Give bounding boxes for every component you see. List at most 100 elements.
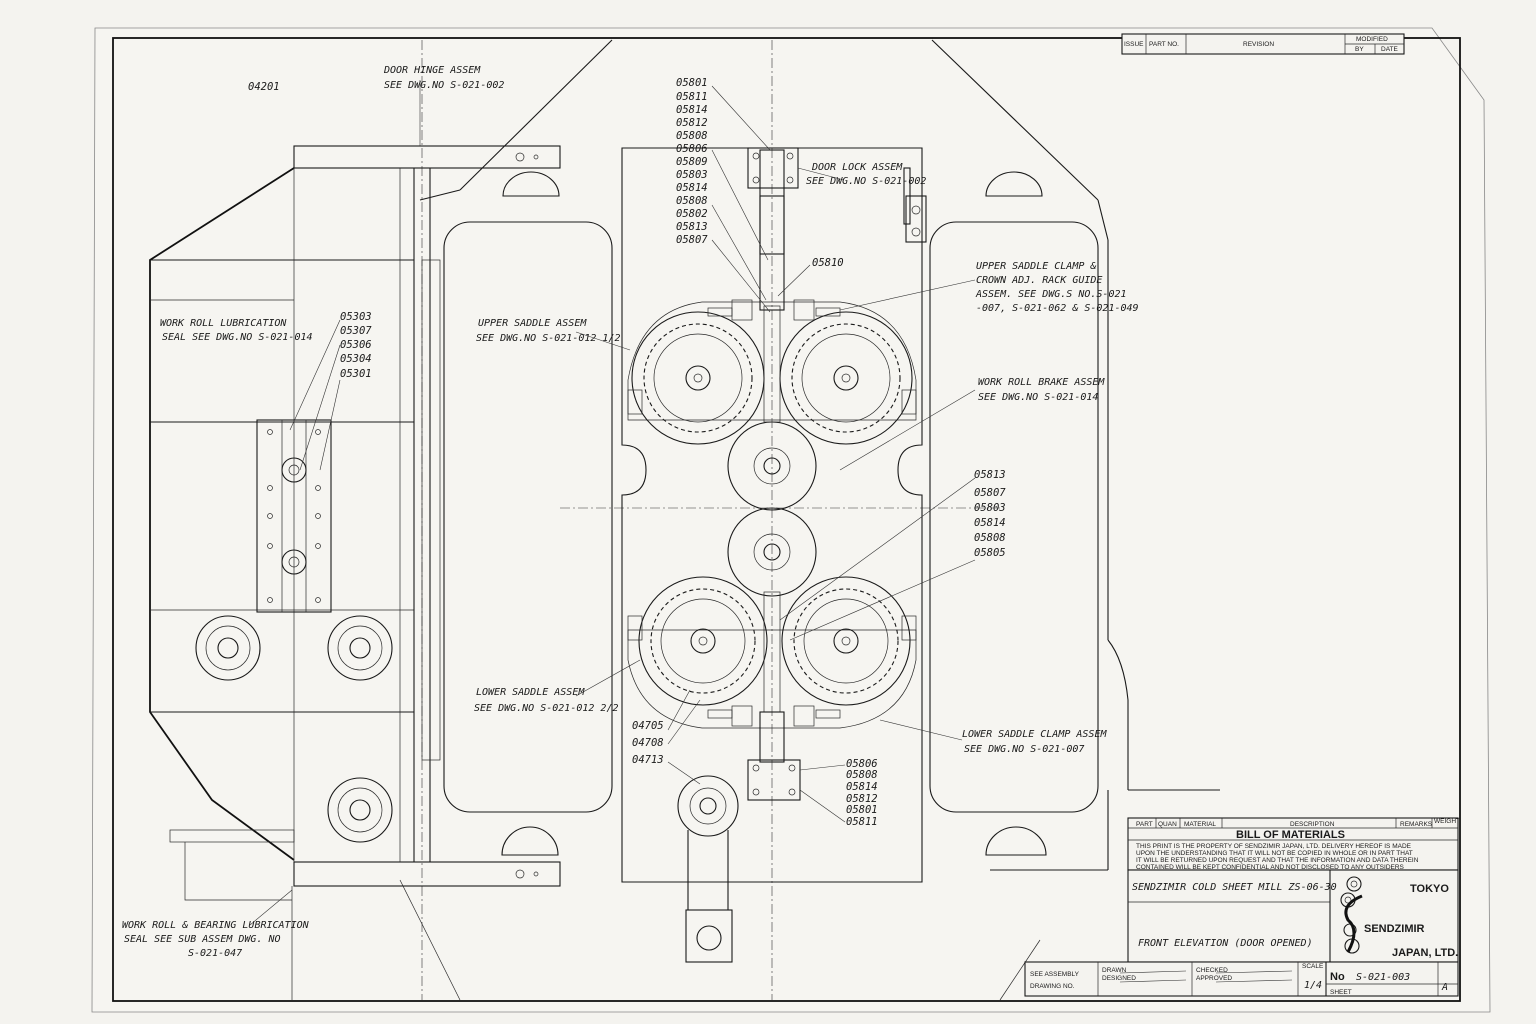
bottom-part-label: 05806 bbox=[846, 758, 878, 770]
mid-part-label: 05808 bbox=[974, 532, 1006, 544]
top-part-label: 05803 bbox=[676, 169, 708, 181]
note-upper-clamp-4: -007, S-021-062 & S-021-049 bbox=[976, 303, 1139, 314]
rev-modified-header: MODIFIED bbox=[1356, 36, 1388, 43]
top-part-label: 05806 bbox=[676, 143, 708, 155]
bom-weight-header: WEIGHT bbox=[1434, 818, 1460, 825]
bom-notice-line: THIS PRINT IS THE PROPERTY OF SENDZIMIR … bbox=[1136, 843, 1412, 850]
company-suffix: JAPAN, LTD. bbox=[1392, 947, 1458, 959]
left-part-label: 05301 bbox=[340, 368, 372, 380]
dwg-no-value: S-021-003 bbox=[1356, 972, 1410, 983]
rev-part-no-header: PART NO. bbox=[1149, 41, 1179, 48]
title-block: SENDZIMIR COLD SHEET MILL ZS-06-30 FRONT… bbox=[1127, 869, 1459, 963]
rev-revision-header: REVISION bbox=[1243, 41, 1274, 48]
lower-door-hinge-bar bbox=[293, 861, 561, 887]
lower-right-backup-roll bbox=[781, 576, 911, 706]
bottom-dome-left bbox=[501, 826, 559, 856]
note-upper-clamp-1: UPPER SADDLE CLAMP & bbox=[976, 261, 1096, 272]
door-bearing-left bbox=[195, 615, 261, 681]
note-bearing-lub-1: WORK ROLL & BEARING LUBRICATION bbox=[122, 920, 310, 931]
project-title: SENDZIMIR COLD SHEET MILL ZS-06-30 bbox=[1132, 882, 1337, 893]
revision-letter: A bbox=[1441, 982, 1448, 993]
drawing-border bbox=[112, 37, 1461, 1002]
company-city: TOKYO bbox=[1410, 883, 1449, 895]
part-label-04201: 04201 bbox=[248, 81, 280, 93]
note-door-lock-1: DOOR LOCK ASSEM bbox=[811, 162, 903, 173]
note-lower-saddle-2: SEE DWG.NO S-021-012 2/2 bbox=[474, 703, 619, 714]
housing-window-left bbox=[443, 221, 613, 813]
low-left-part-label: 04713 bbox=[632, 754, 664, 766]
lower-coupling bbox=[677, 775, 739, 963]
bottom-part-label: 05814 bbox=[846, 781, 878, 793]
company-name: SENDZIMIR bbox=[1364, 923, 1425, 935]
top-part-label: 05808 bbox=[676, 130, 708, 142]
part-label-05810: 05810 bbox=[812, 257, 844, 269]
bottom-part-label: 05801 bbox=[846, 804, 878, 816]
bom-title: BILL OF MATERIALS bbox=[1236, 829, 1345, 841]
paper-edge bbox=[91, 27, 1491, 1013]
bottom-part-label: 05812 bbox=[846, 793, 878, 805]
mill-housing bbox=[399, 39, 1220, 1001]
note-door-lock-2: SEE DWG.NO S-021-002 bbox=[806, 176, 926, 187]
drawing-title: FRONT ELEVATION (DOOR OPENED) bbox=[1138, 938, 1313, 949]
upper-door-hinge-bar bbox=[293, 145, 561, 169]
note-door-hinge-1: DOOR HINGE ASSEM bbox=[383, 65, 481, 76]
left-part-label: 05306 bbox=[340, 339, 372, 351]
note-upper-saddle-1: UPPER SADDLE ASSEM bbox=[478, 318, 587, 329]
door-bearing-right bbox=[327, 615, 393, 681]
bom-remarks-header: REMARKS bbox=[1400, 821, 1433, 828]
bom-notice-line: UPON THE UNDERSTANDING THAT IT WILL NOT … bbox=[1136, 850, 1413, 857]
note-upper-clamp-3: ASSEM. SEE DWG.S NO.S-021 bbox=[975, 289, 1127, 300]
note-work-roll-lub-1: WORK ROLL LUBRICATION bbox=[160, 318, 287, 329]
sheet-label: SHEET bbox=[1330, 989, 1352, 996]
top-part-label: 05809 bbox=[676, 156, 708, 168]
left-part-label: 05303 bbox=[340, 311, 372, 323]
bom-quan-header: QUAN bbox=[1158, 821, 1177, 828]
note-upper-clamp-2: CROWN ADJ. RACK GUIDE bbox=[976, 275, 1102, 286]
rev-by-header: BY bbox=[1355, 46, 1364, 53]
lower-base bbox=[169, 829, 295, 1000]
mid-part-label: 05813 bbox=[974, 469, 1006, 481]
door-bearing-lower bbox=[327, 777, 393, 843]
housing-window-right bbox=[929, 221, 1099, 813]
drawn-label: DRAWN bbox=[1102, 967, 1127, 974]
note-work-roll-lub-2: SEAL SEE DWG.NO S-021-014 bbox=[162, 332, 313, 343]
bom-description-header: DESCRIPTION bbox=[1290, 821, 1335, 828]
mid-part-label: 05803 bbox=[974, 502, 1006, 514]
top-dome-right bbox=[985, 171, 1043, 197]
drawing-number-block: SEE ASSEMBLY DRAWING NO. DRAWN DESIGNED … bbox=[1024, 961, 1459, 997]
bottom-dome-right bbox=[985, 826, 1047, 856]
note-brake-2: SEE DWG.NO S-021-014 bbox=[978, 392, 1098, 403]
note-brake-1: WORK ROLL BRAKE ASSEM bbox=[978, 377, 1105, 388]
central-housing-body bbox=[621, 147, 923, 883]
top-dome-left bbox=[502, 171, 560, 197]
drawing-no-label: DRAWING NO. bbox=[1030, 983, 1075, 990]
rev-date-header: DATE bbox=[1381, 46, 1399, 53]
top-part-label: 05807 bbox=[676, 234, 708, 246]
bill-of-materials: PART QUAN MATERIAL DESCRIPTION REMARKS W… bbox=[1127, 817, 1460, 871]
dwg-no-label: No bbox=[1330, 971, 1345, 983]
top-part-label: 05814 bbox=[676, 182, 708, 194]
top-part-label: 05812 bbox=[676, 117, 708, 129]
low-left-part-label: 04705 bbox=[632, 720, 664, 732]
top-part-label: 05801 bbox=[676, 77, 708, 89]
top-part-label: 05808 bbox=[676, 195, 708, 207]
bottom-part-label: 05811 bbox=[846, 816, 878, 828]
checked-label: CHECKED bbox=[1196, 967, 1228, 974]
note-lower-saddle-1: LOWER SADDLE ASSEM bbox=[476, 687, 585, 698]
approved-label: APPROVED bbox=[1196, 975, 1232, 982]
bom-part-header: PART bbox=[1136, 821, 1153, 828]
part-number-labels: 04201 05801 05811 05814 05812 05808 0580… bbox=[248, 77, 1006, 828]
revision-block: ISSUE PART NO. REVISION MODIFIED BY DATE bbox=[1121, 33, 1405, 55]
sendzimir-logo bbox=[1340, 876, 1363, 954]
note-bearing-lub-2: SEAL SEE SUB ASSEM DWG. NO bbox=[124, 934, 281, 945]
door-lock bbox=[903, 167, 927, 243]
lower-left-backup-roll bbox=[638, 576, 768, 706]
note-lower-clamp-2: SEE DWG.NO S-021-007 bbox=[964, 744, 1084, 755]
low-left-part-label: 04708 bbox=[632, 737, 664, 749]
scale-value: 1/4 bbox=[1304, 980, 1322, 991]
left-part-label: 05307 bbox=[340, 325, 372, 337]
top-part-label: 05813 bbox=[676, 221, 708, 233]
mid-part-label: 05807 bbox=[974, 487, 1006, 499]
rev-issue-header: ISSUE bbox=[1124, 41, 1144, 48]
note-lower-clamp-1: LOWER SADDLE CLAMP ASSEM bbox=[962, 729, 1107, 740]
